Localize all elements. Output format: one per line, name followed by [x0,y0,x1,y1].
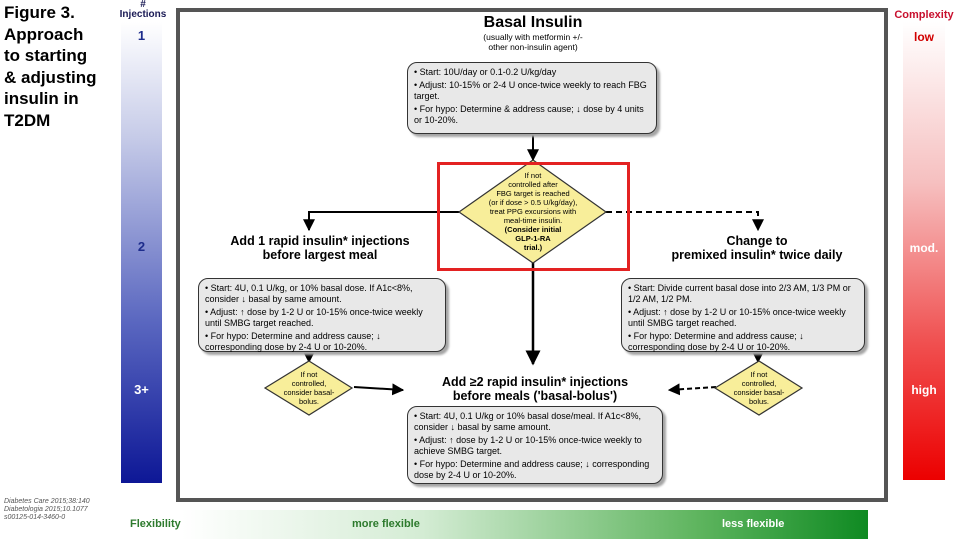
decision-line: meal-time insulin. [503,216,563,225]
right-option-title-line: premixed insulin* twice daily [671,248,843,262]
injections-level-3: 3+ [134,382,149,397]
injections-header: # Injections [113,0,173,20]
left-option-adjust-item: • Adjust: ↑ dose by 1-2 U or 10-15% once… [205,307,423,328]
decision-text: If not controlled after FBG target is re… [463,171,603,252]
injections-header-label: Injections [119,9,167,20]
decision-line: controlled after [508,180,558,189]
connector-decision-to-right [606,211,764,232]
injections-gradient-bar [121,22,162,483]
citation-line: Diabetes Care 2015;38:140 [4,498,90,505]
left-option-title-line: Add 1 rapid insulin* injections [230,234,410,248]
bolus-adjust-item: • Adjust: ↑ dose by 1-2 U or 10-15% once… [414,435,642,456]
right-diamond-line: consider basal- [733,388,785,397]
flexibility-less-label: less flexible [722,518,785,530]
bolus-title-line: Add ≥2 rapid insulin* injections [441,375,629,389]
injections-header-symbol: # [140,0,146,10]
figure-title-line: Approach [4,24,84,44]
figure-title-line: & adjusting [4,67,97,87]
decision-line: (or if dose > 0.5 U/kg/day), [488,198,578,207]
right-diamond-line: bolus. [748,397,769,406]
right-diamond-line: controlled, [741,379,777,388]
basal-info-box: • Start: 10U/day or 0.1-0.2 U/kg/day • A… [407,62,657,134]
decision-line: GLP-1-RA [515,234,551,243]
complexity-header: Complexity [894,9,954,21]
bolus-info-box: • Start: 4U, 0.1 U/kg or 10% basal dose/… [407,406,663,484]
right-option-adjust-item: • Adjust: ↑ dose by 1-2 U or 10-15% once… [628,307,846,328]
left-option-info-box: • Start: 4U, 0.1 U/kg, or 10% basal dose… [198,278,446,352]
left-diamond-line: If not [300,370,318,379]
decision-line: (Consider initial [504,225,562,234]
right-option-title-line: Change to [726,234,788,248]
highlight-frame [437,162,630,271]
flexibility-gradient-bar [182,510,868,539]
citation: Diabetes Care 2015;38:140 Diabetologia 2… [4,498,122,522]
basal-title: Basal Insulin [483,14,583,31]
right-option-info-box: • Start: Divide current basal dose into … [621,278,865,352]
right-option-title: Change to premixed insulin* twice daily [622,234,892,262]
bolus-hypo-item: • For hypo: Determine and address cause;… [414,459,650,480]
complexity-level-low: low [914,30,934,44]
right-diamond [713,360,804,416]
flexibility-more-label: more flexible [352,518,420,530]
flexibility-label: Flexibility [130,518,181,530]
bolus-title: Add ≥2 rapid insulin* injections before … [400,375,670,403]
connector-decision-to-left [303,211,459,232]
figure-title-line: to starting [4,46,88,65]
right-option-hypo-item: • For hypo: Determine and address cause;… [628,331,804,352]
injections-level-2: 2 [137,239,146,254]
basal-adjust-item: • Adjust: 10-15% or 2-4 U once-twice wee… [414,80,647,101]
injections-level-1: 1 [137,28,146,43]
connector-left-diamond-to-bolus [353,383,405,396]
basal-subtitle: (usually with metformin +/- other non-in… [433,32,633,52]
left-diamond-line: bolus. [298,397,319,406]
basal-hypo-item: • For hypo: Determine & address cause; ↓… [414,104,644,125]
left-diamond-text: If not controlled, consider basal- bolus… [275,370,343,406]
figure-title-line: insulin in [4,89,79,108]
right-option-start-item: • Start: Divide current basal dose into … [628,283,851,304]
left-diamond [263,360,354,416]
right-diamond-line: If not [750,370,768,379]
bolus-start-item: • Start: 4U, 0.1 U/kg or 10% basal dose/… [414,411,642,432]
citation-line: s00125-014-3460-0 [4,514,66,521]
decision-line: trial.) [523,243,543,252]
left-option-title: Add 1 rapid insulin* injections before l… [192,234,448,262]
decision-diamond [457,159,608,264]
decision-line: If not [524,171,542,180]
complexity-level-high: high [911,383,937,397]
citation-line: Diabetologia 2015;10.1077 [4,506,88,513]
left-diamond-line: consider basal- [283,388,335,397]
left-option-title-line: before largest meal [262,248,378,262]
complexity-gradient-bar [903,22,945,480]
basal-subtitle-line: other non-insulin agent) [488,42,578,52]
left-option-start-item: • Start: 4U, 0.1 U/kg, or 10% basal dose… [205,283,413,304]
basal-start-item: • Start: 10U/day or 0.1-0.2 U/kg/day [414,67,557,77]
basal-subtitle-line: (usually with metformin +/- [483,32,583,42]
decision-line: treat PPG excursions with [489,207,577,216]
connector-right-diamond-to-bolus [667,383,717,396]
decision-line: FBG target is reached [496,189,570,198]
bolus-title-line: before meals ('basal-bolus') [452,389,618,403]
right-diamond-text: If not controlled, consider basal- bolus… [725,370,793,406]
figure-title: Figure 3. Approach to starting & adjusti… [4,2,119,131]
figure-title-line: Figure 3. [4,3,75,22]
figure-title-line: T2DM [4,110,51,130]
left-option-hypo-item: • For hypo: Determine and address cause;… [205,331,381,352]
left-diamond-line: controlled, [291,379,327,388]
complexity-level-mod: mod. [909,241,939,255]
